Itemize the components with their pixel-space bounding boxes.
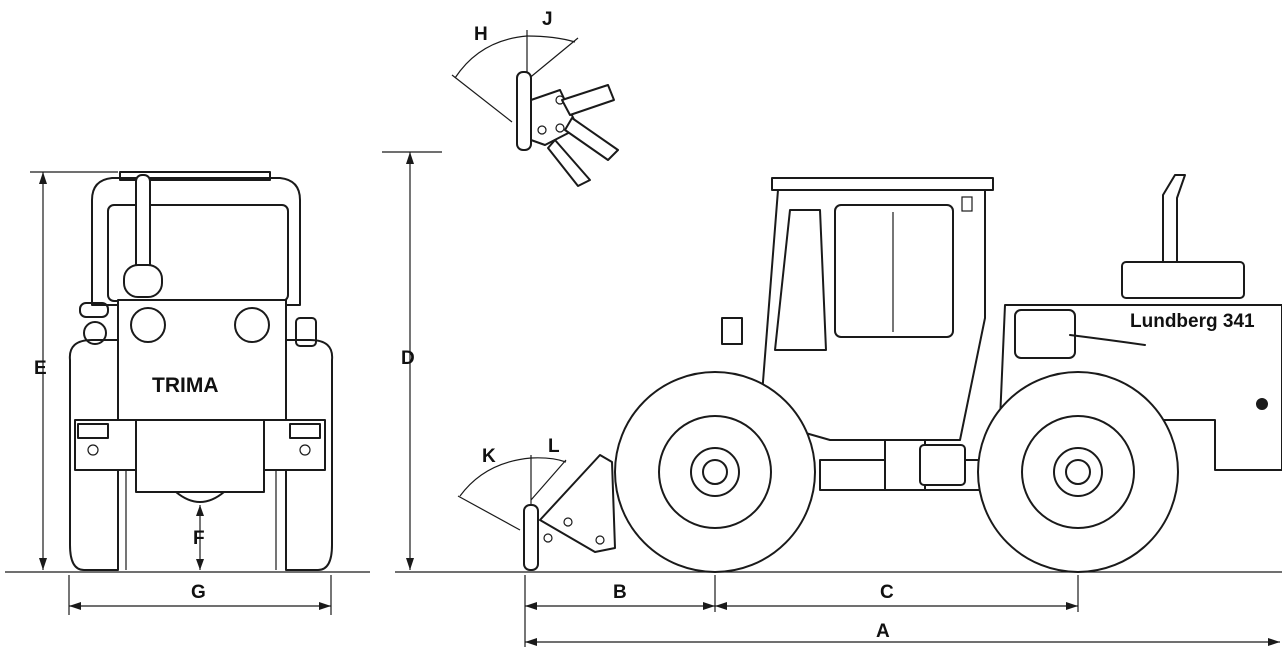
label-f: F (193, 528, 205, 549)
dimension-bc (524, 575, 1079, 647)
dimension-d (382, 151, 442, 570)
dimension-a (525, 638, 1280, 646)
side-brand-label: Lundberg 341 (1130, 311, 1255, 332)
label-l: L (548, 436, 560, 457)
label-k: K (482, 446, 496, 467)
label-b: B (613, 582, 627, 603)
label-h: H (474, 24, 488, 45)
blade-tilt-detail-top (451, 30, 619, 187)
side-view-machine (523, 174, 1282, 573)
front-brand-label: TRIMA (152, 374, 219, 397)
label-e: E (34, 358, 47, 379)
label-j: J (542, 9, 553, 30)
label-c: C (880, 582, 894, 603)
label-a: A (876, 621, 890, 642)
label-g: G (191, 582, 206, 603)
label-d: D (401, 348, 415, 369)
blade-tilt-detail-side (457, 455, 567, 531)
front-view-machine (68, 171, 334, 571)
dimension-g (68, 575, 332, 615)
dimension-e (30, 171, 118, 570)
dimension-f (196, 505, 204, 570)
